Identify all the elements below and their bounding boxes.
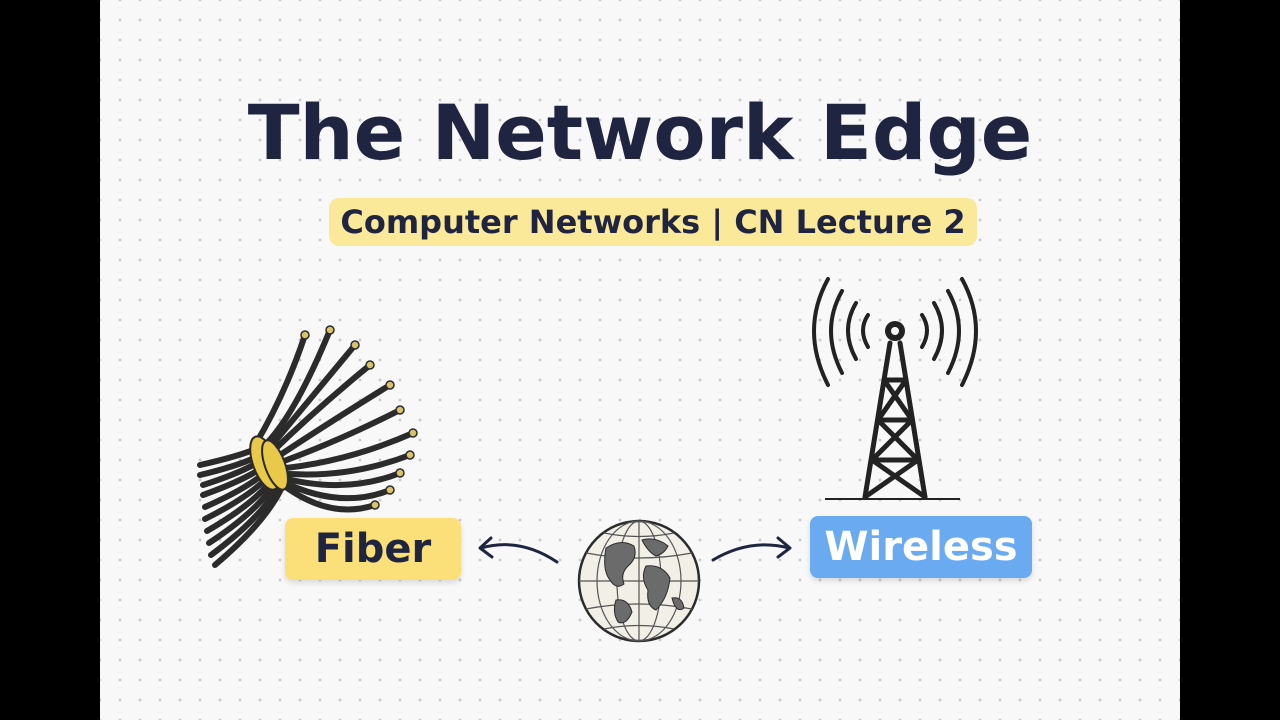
fiber-label: Fiber (285, 518, 461, 580)
fiber-bundle-icon (197, 325, 418, 568)
slide-title: The Network Edge (247, 88, 1033, 177)
arrow-right-icon (711, 536, 792, 562)
slide: The Network Edge Computer Networks | CN … (100, 0, 1180, 720)
wireless-label: Wireless (810, 516, 1032, 578)
arrow-left-icon (478, 536, 559, 564)
radio-tower-icon (812, 277, 978, 500)
globe-icon (577, 519, 701, 643)
slide-subtitle: Computer Networks | CN Lecture 2 (329, 198, 977, 246)
